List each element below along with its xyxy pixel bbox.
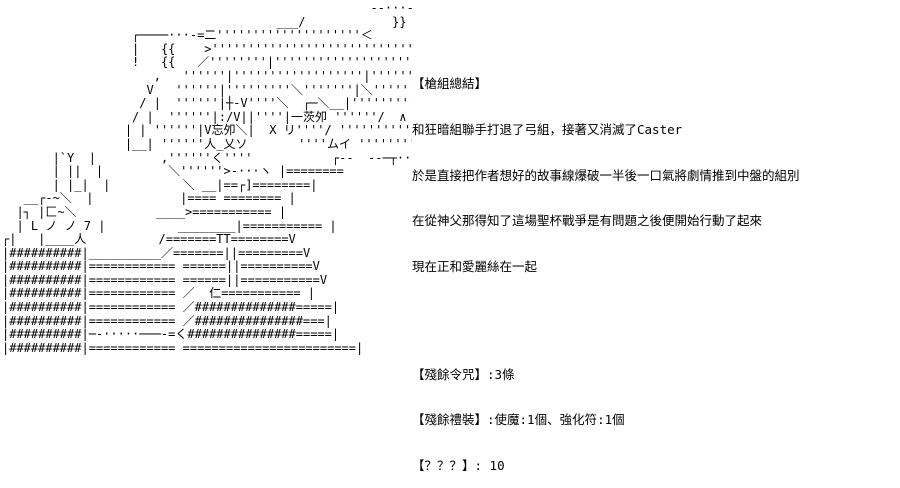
ascii-art-figure: --···-----┐ ___/ }} | ┌────···-=二'''''''…: [2, 2, 412, 355]
stat-mystic-codes: 【殘餘禮裝】:使魔:1個、強化符:1個: [412, 412, 625, 428]
stat-unknown: 【？？？】: 10: [412, 457, 505, 473]
summary-title: 【槍組總結】: [412, 76, 488, 92]
summary-line-1: 和狂暗組聯手打退了弓組，接著又消滅了Caster: [412, 122, 683, 137]
summary-line-3: 在從神父那得知了這場聖杯戰爭是有問題之後便開始行動了起來: [412, 213, 763, 229]
spacer: [412, 304, 896, 336]
summary-line-2: 於是直接把作者想好的故事線爆破一半後一口氣將劇情推到中盤的組別: [412, 167, 800, 183]
stat-command-spells: 【殘餘令咒】:3條: [412, 366, 515, 382]
summary-line-4: 現在正和愛麗絲在一起: [412, 258, 538, 274]
summary-panel: 【槍組總結】 和狂暗組聯手打退了弓組，接著又消滅了Caster 於是直接把作者想…: [412, 46, 896, 488]
